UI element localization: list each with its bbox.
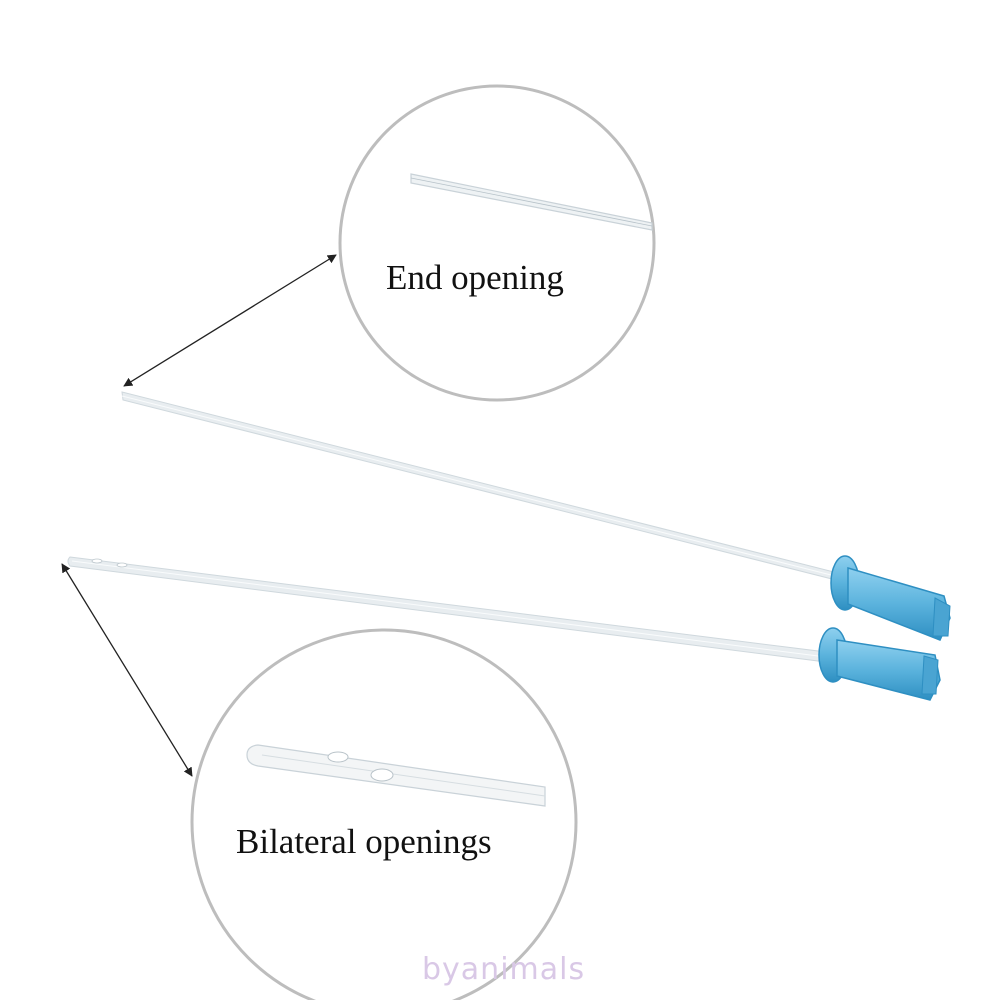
catheter-end-opening xyxy=(121,391,837,581)
end-opening-label: End opening xyxy=(386,258,564,297)
bilateral-openings-label: Bilateral openings xyxy=(236,822,492,861)
watermark: byanimals xyxy=(422,952,586,987)
bilateral-openings-arrow xyxy=(61,563,193,777)
catheter-end-opening-hub xyxy=(830,555,951,641)
bilateral-openings-zoomed-tube xyxy=(246,744,546,807)
bilateral-openings-magnifier-circle xyxy=(190,628,578,1000)
side-hole-lower xyxy=(370,768,394,782)
end-opening-arrow xyxy=(123,254,337,387)
catheter-bilateral-openings-hub xyxy=(818,627,941,701)
side-hole-upper xyxy=(327,751,349,763)
end-opening-zoomed-tube xyxy=(410,173,653,231)
end-opening-magnifier-circle xyxy=(338,84,656,402)
